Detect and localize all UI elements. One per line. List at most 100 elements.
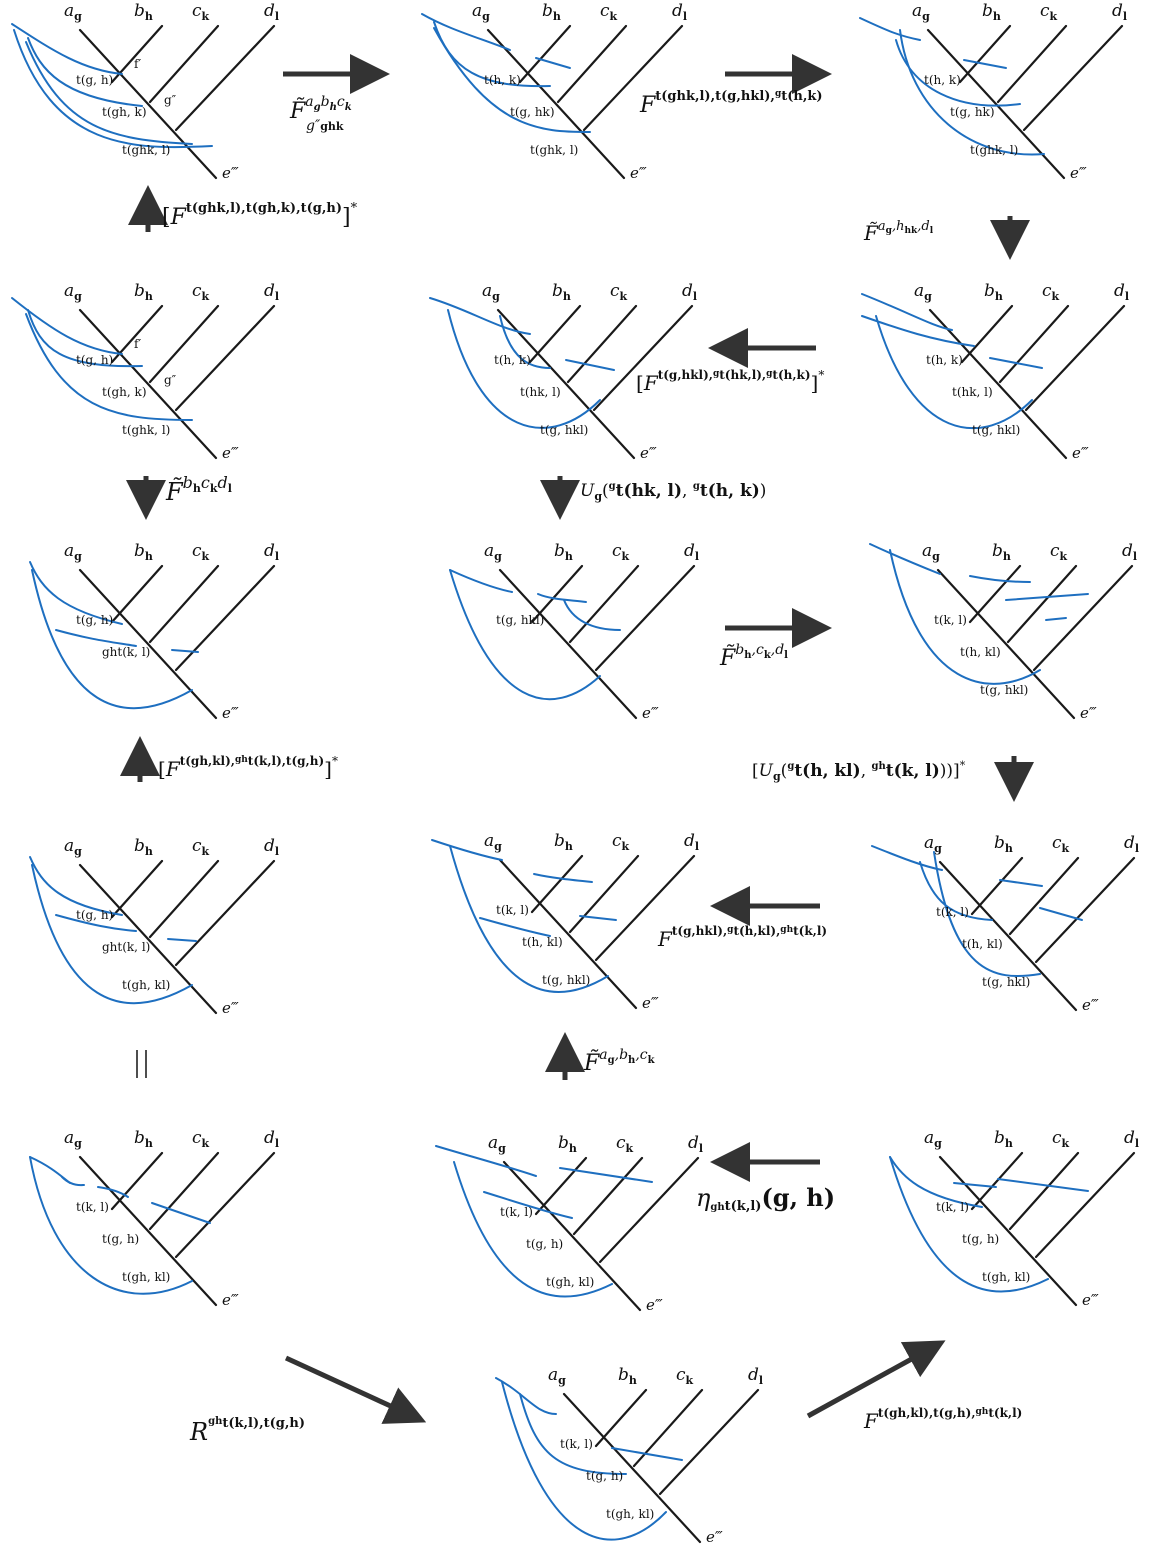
strand-1 [11,23,123,75]
trunk [78,1155,218,1307]
arrow-5-label: [Ft(g,hkl),gt(hk,l),gt(h,k)]* [636,368,824,395]
strand-1 [449,569,513,593]
tree-edges [496,304,694,460]
strand-1 [29,856,123,916]
tree-strands [429,297,615,429]
arrows: F̃agbhck g″ghk Ft(ghk,l),t(g,hkl),gt(h,k… [120,54,1034,1446]
leaf-b-label: bh [982,1,1001,23]
branch-b [110,1151,164,1211]
strand-label-1: t(g, hkl) [496,613,544,627]
branch-c [148,564,220,644]
strand-4 [989,357,1043,369]
arrow-1-sub: g″ghk [306,118,344,134]
arrow-4-label: F̃ag,hhk,dl [863,219,934,245]
tree-strands [889,1156,1089,1293]
strand-1 [429,297,531,335]
strand-3 [31,569,193,710]
leaf-a-label: ag [64,281,82,303]
branch-d [1024,304,1126,412]
strand-1 [859,17,921,41]
leaf-a-label: ag [484,831,502,853]
strand-label-2: t(g, h) [526,1237,563,1251]
branch-b [110,859,164,919]
arrow-3-label: [Ft(ghk,l),t(gh,k),t(g,h)]* [162,201,358,230]
strand-3 [559,1167,653,1183]
branch-d [174,1151,276,1259]
leaf-a-label: ag [64,836,82,858]
root-label: e‴ [1082,1291,1099,1309]
tree-edges [498,564,696,720]
leaf-d-label: dl [688,1133,703,1155]
strand-label-1: t(k, l) [500,1205,533,1219]
leaf-c-label: ck [192,1128,210,1150]
trunk [78,568,218,720]
strand-3 [447,309,601,429]
strand-2 [969,575,1031,583]
arrow-7-label: Ug(gt(hk, l), gt(h, k)) [580,481,766,503]
arrow-15-label: Rght(k,l),t(g,h) [189,1416,305,1446]
branch-d [598,1156,700,1264]
tree-strands [29,561,199,710]
tree-strands [29,856,197,1005]
trunk [486,28,626,180]
root-label: e‴ [630,164,647,182]
trunk [502,1160,642,1312]
root-label: e‴ [222,704,239,722]
branch-b [970,1151,1024,1211]
strand-4 [501,1381,667,1541]
leaf-b-label: bh [558,1133,577,1155]
arrow-2: Ft(ghk,l),t(g,hkl),gt(h,k) [639,54,832,118]
branch-b [970,856,1024,916]
leaf-a-label: ag [922,541,940,563]
strand-3 [1005,593,1089,601]
strand-label-1: t(h, k) [484,73,521,87]
root-label: e‴ [222,444,239,462]
strand-2 [861,315,975,347]
leaf-c-label: ck [616,1133,634,1155]
leaf-d-label: dl [1122,541,1137,563]
strand-2 [483,1191,573,1219]
branch-c [148,304,220,384]
branch-c [148,1151,220,1231]
leaf-a-label: ag [914,281,932,303]
strand-3 [875,315,1033,430]
strand-4 [535,57,571,69]
arrow-2-label: Ft(ghk,l),t(g,hkl),gt(h,k) [639,89,823,118]
arrow-5: [Ft(g,hkl),gt(hk,l),gt(h,k)]* [636,328,824,395]
strand-label-2: ght(k, l) [102,940,150,954]
tree-edges [928,304,1126,460]
strand-1 [11,297,123,355]
strand-label-1: t(k, l) [560,1437,593,1451]
strand-label-3: t(ghk, l) [530,143,578,157]
arrow-15: Rght(k,l),t(g,h) [189,1355,427,1446]
leaf-c-label: ck [192,1,210,23]
strand-3 [611,1447,683,1461]
tree-strands [11,23,213,149]
leaf-b-label: bh [554,541,573,563]
leaf-d-label: dl [264,281,279,303]
root-label: e‴ [1082,996,1099,1014]
leaf-a-label: ag [548,1365,566,1387]
strand-label-1: t(k, l) [934,613,967,627]
strand-label-2: t(h, kl) [960,645,1001,659]
arrow-9: [Ft(gh,kl),ght(k,l),t(g,h)]* [120,736,338,782]
arrow-13: F̃ag,bh,ck [545,1032,656,1080]
strand-3 [533,873,593,883]
branch-b [110,564,164,624]
branch-b [960,304,1014,364]
leaf-c-label: ck [676,1365,694,1387]
strand-2 [55,914,137,932]
branch-d [1032,564,1134,672]
leaf-b-label: bh [134,1,153,23]
arrow-10-label: [Ug(gt(h, kl), ght(k, l)))]* [752,759,966,783]
branch-b [958,24,1012,84]
branch-d [1034,1151,1136,1259]
branch-d [1022,24,1124,132]
arrow-6: F̃bhckdl [126,473,232,520]
strand-4 [889,549,1041,685]
arrow-16: Ft(gh,kl),t(g,h),ght(k,l) [806,1340,1022,1433]
